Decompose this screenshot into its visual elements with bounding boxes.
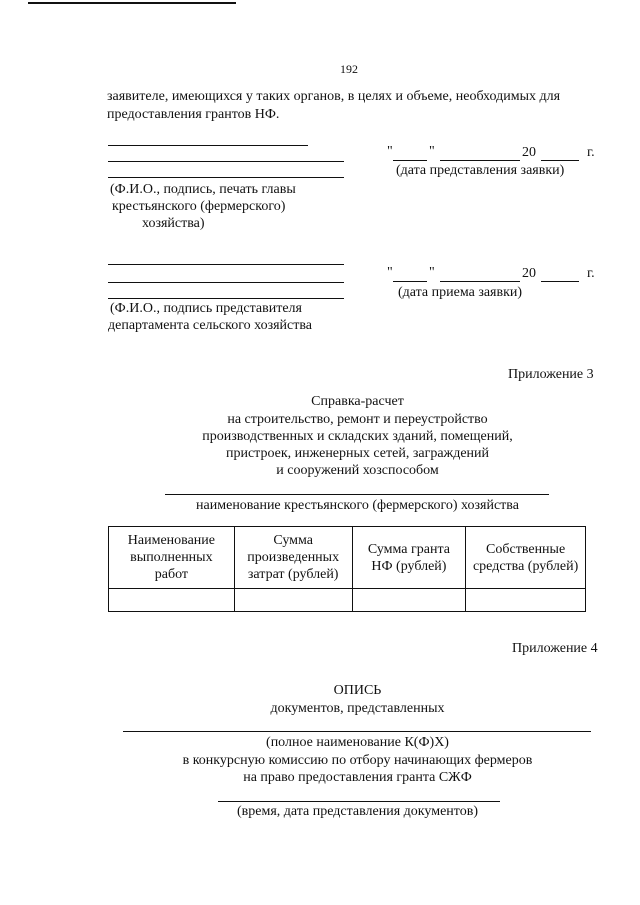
table-cell (108, 588, 235, 612)
signature-line (108, 161, 344, 162)
farm-full-name-line (123, 731, 591, 732)
date-quote-close: " (429, 265, 435, 280)
signature-caption: департамента сельского хозяйства (108, 318, 312, 333)
date-quote-close: " (429, 144, 435, 159)
date-day-line (393, 160, 427, 161)
appendix-3-subtitle: и сооружений хозспособом (276, 463, 439, 478)
date-year: 20 (522, 266, 536, 281)
date-year-line (541, 281, 579, 282)
appendix-4-label: Приложение 4 (512, 641, 598, 656)
date-year-line (541, 160, 579, 161)
table-cell (233, 588, 353, 612)
table-cell (351, 588, 467, 612)
farm-name-line (165, 494, 549, 495)
intro-line-2: предоставления грантов НФ. (107, 107, 280, 122)
top-rule (28, 2, 236, 4)
appendix-3-subtitle: производственных и складских зданий, пом… (202, 429, 513, 444)
appendix-4-title: ОПИСЬ (333, 683, 382, 698)
date-year: 20 (522, 145, 536, 160)
appendix-3-subtitle: пристроек, инженерных сетей, заграждений (225, 446, 490, 461)
farm-full-name-caption: (полное наименование К(Ф)Х) (266, 735, 449, 750)
date-year-suffix: г. (587, 145, 595, 160)
farm-name-caption: наименование крестьянского (фермерского)… (196, 498, 519, 513)
signature-line (108, 177, 344, 178)
signature-line (108, 264, 344, 265)
appendix-3-title: Справка-расчет (311, 394, 404, 409)
appendix-3-label: Приложение 3 (508, 367, 594, 382)
date-day-line (393, 281, 427, 282)
signature-caption: (Ф.И.О., подпись представителя (110, 301, 302, 316)
signature-caption: крестьянского (фермерского) (112, 199, 286, 214)
date-quote-open: " (387, 265, 393, 280)
signature-line (108, 145, 308, 146)
intro-line-1: заявителе, имеющихся у таких органов, в … (107, 89, 561, 104)
submission-time-line (218, 801, 500, 802)
signature-caption: (Ф.И.О., подпись, печать главы (110, 182, 296, 197)
date-month-line (440, 160, 520, 161)
table-cell (465, 588, 586, 612)
date-quote-open: " (387, 144, 393, 159)
date-month-line (440, 281, 520, 282)
appendix-3-subtitle: на строительство, ремонт и переустройств… (227, 412, 488, 427)
date-caption: (дата представления заявки) (396, 163, 565, 178)
appendix-4-line: в конкурсную комиссию по отбору начинающ… (182, 753, 533, 768)
signature-caption: хозяйства) (142, 216, 205, 231)
appendix-4-subtitle: документов, представленных (270, 701, 445, 716)
page-number: 192 (340, 62, 358, 76)
date-caption: (дата приема заявки) (398, 285, 523, 300)
table-row (108, 588, 586, 612)
signature-line (108, 282, 344, 283)
appendix-4-line: на право предоставления гранта СЖФ (243, 770, 472, 785)
signature-line (108, 298, 344, 299)
submission-time-caption: (время, дата представления документов) (237, 804, 478, 819)
date-year-suffix: г. (587, 266, 595, 281)
